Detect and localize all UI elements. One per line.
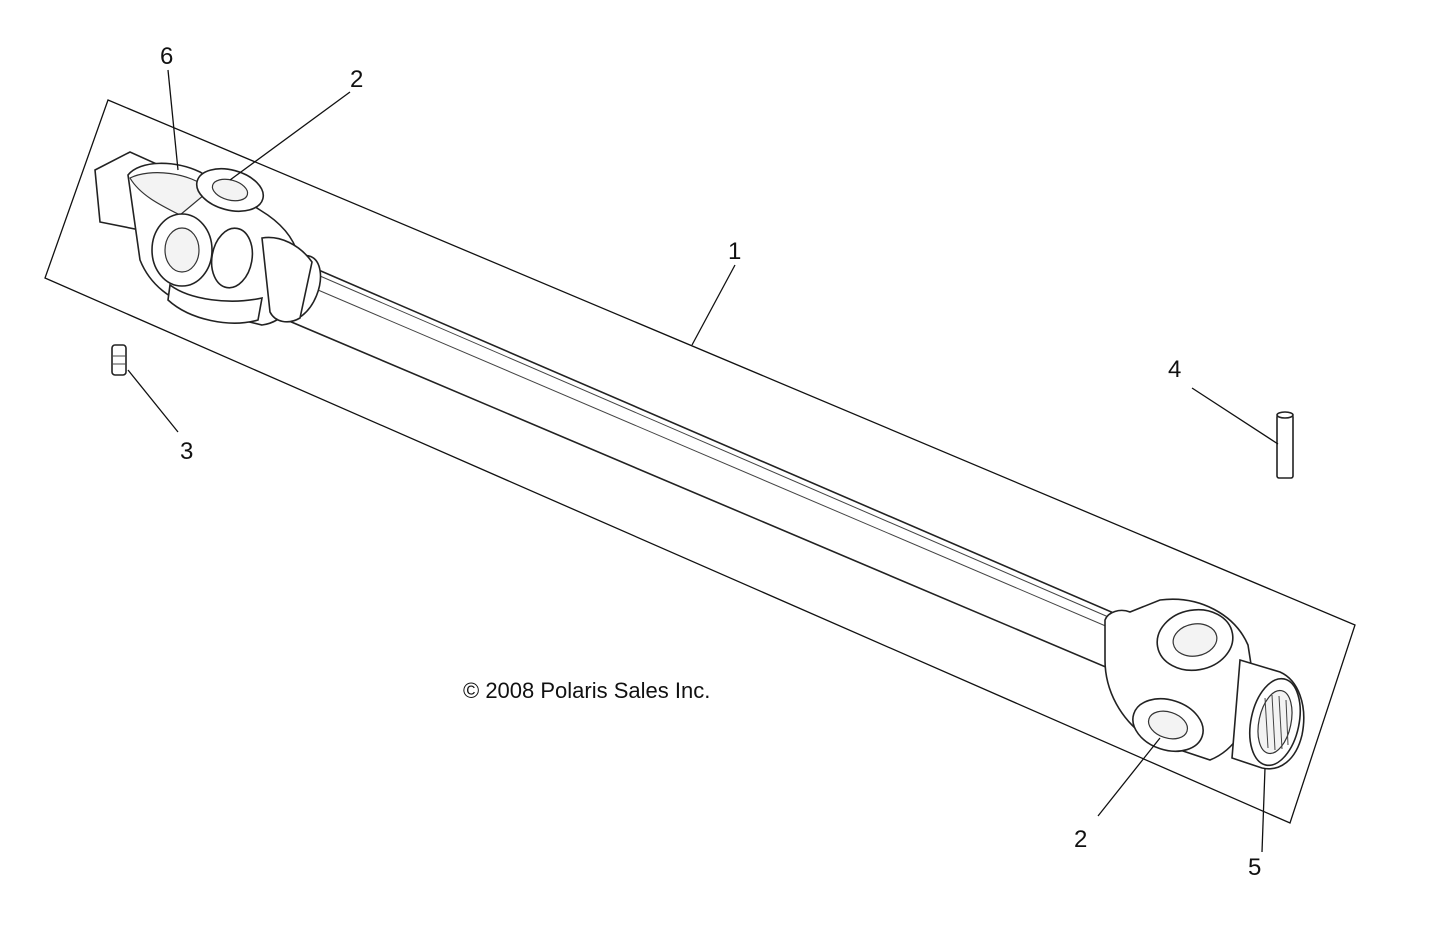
callout-2-top: 2 <box>350 66 364 93</box>
callout-4: 4 <box>1168 356 1182 383</box>
callout-3: 3 <box>180 438 194 465</box>
callout-5: 5 <box>1248 854 1262 881</box>
leader-2-bottom <box>1097 737 1161 817</box>
right-u-joint <box>1104 598 1305 770</box>
callout-1: 1 <box>728 238 742 265</box>
callout-6: 6 <box>160 43 174 70</box>
grease-fitting <box>111 344 127 376</box>
leader-5 <box>1261 767 1266 853</box>
shaft-tube <box>274 254 1132 670</box>
roll-pin <box>1276 411 1294 479</box>
leader-6 <box>167 69 179 171</box>
leader-2-top <box>229 91 351 181</box>
callout-2-bottom: 2 <box>1074 826 1088 853</box>
leader-4 <box>1191 387 1279 445</box>
copyright-notice: © 2008 Polaris Sales Inc. <box>463 678 711 703</box>
leader-3 <box>127 369 179 433</box>
left-u-joint <box>94 151 313 326</box>
leader-lines <box>127 69 1279 853</box>
leader-1 <box>691 264 736 346</box>
assembly-outline-box <box>44 99 1356 824</box>
